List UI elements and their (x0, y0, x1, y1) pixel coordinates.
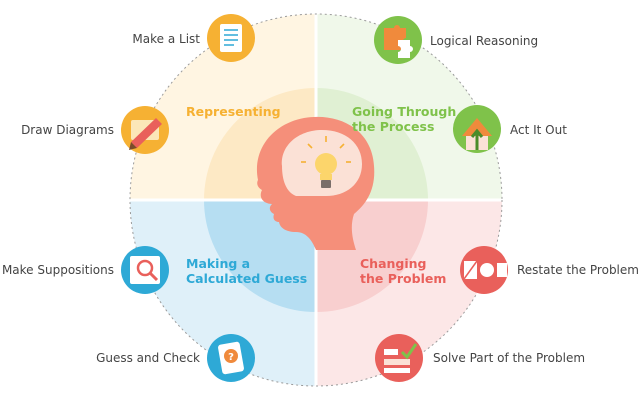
quadrant-label-process-line1: Going Through (352, 104, 457, 119)
outer-dotted-circle (129, 13, 503, 387)
list-icon (207, 14, 255, 62)
question-card-icon: ? (207, 334, 255, 382)
quadrant-label-changing-line2: the Problem (360, 271, 447, 286)
quadrant-label-representing: Representing (186, 104, 281, 119)
magnifier-icon (121, 246, 169, 294)
strategy-label-act-it-out: Act It Out (510, 123, 567, 137)
checklist-icon (375, 334, 423, 382)
quadrant-label-guess: Making a Calculated Guess (186, 256, 307, 286)
strategy-label-make-a-list: Make a List (132, 32, 200, 46)
strategy-label-make-suppositions: Make Suppositions (1, 263, 114, 277)
lightbulb-icon (301, 136, 351, 188)
strategy-label-restate-the-problem: Restate the Problem (517, 263, 639, 277)
strategy-label-solve-part: Solve Part of the Problem (433, 351, 586, 365)
svg-text:?: ? (228, 352, 234, 363)
strategy-label-draw-diagrams: Draw Diagrams (21, 123, 114, 137)
pencil-icon (121, 106, 169, 154)
quadrant-label-changing: Changing the Problem (360, 256, 446, 286)
quadrant-label-changing-line1: Changing (360, 256, 427, 271)
quadrant-label-guess-line2: Calculated Guess (186, 271, 308, 286)
house-arrow-icon (453, 105, 501, 153)
quadrant-label-process: Going Through the Process (352, 104, 456, 134)
strategy-label-logical-reasoning: Logical Reasoning (430, 34, 539, 48)
shapes-icon (460, 246, 508, 294)
puzzle-icon (374, 16, 422, 64)
strategy-label-guess-and-check: Guess and Check (96, 351, 200, 365)
quadrant-label-guess-line1: Making a (186, 256, 251, 271)
quadrant-label-process-line2: the Process (352, 119, 435, 134)
